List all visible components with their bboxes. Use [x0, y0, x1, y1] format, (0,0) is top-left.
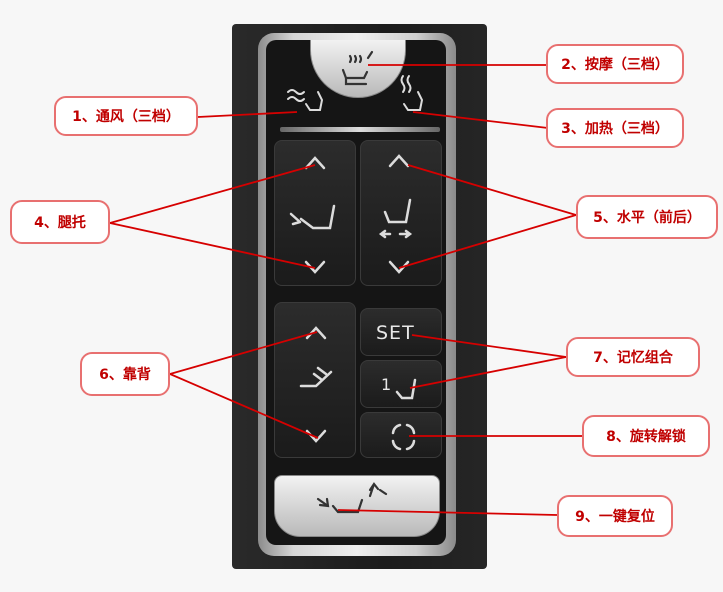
label-memory: 7、记忆组合 — [566, 337, 700, 377]
label-massage: 2、按摩（三档） — [546, 44, 684, 84]
leg-rest-down-arrow[interactable] — [304, 260, 326, 274]
label-ventilation: 1、通风（三档） — [54, 96, 198, 136]
divider — [280, 127, 440, 132]
rotate-icon — [391, 423, 416, 451]
seat-massage-icon — [341, 50, 374, 86]
label-leg-rest: 4、腿托 — [10, 200, 110, 244]
horizontal-up-arrow[interactable] — [388, 154, 410, 168]
seat-recline-icon — [299, 366, 333, 388]
seat-reset-icon — [316, 482, 388, 514]
seat-legrest-icon — [289, 204, 336, 230]
leg-rest-up-arrow[interactable] — [304, 156, 326, 170]
seat-heat-icon — [400, 75, 424, 111]
label-rotate-unlock: 8、旋转解锁 — [582, 415, 710, 457]
seat-fan-icon — [287, 89, 324, 111]
control-panel — [266, 40, 446, 545]
rotate-unlock-button[interactable] — [360, 412, 442, 458]
leg-rest-button-group — [274, 140, 356, 286]
set-button[interactable] — [360, 308, 442, 356]
set-label: SET — [376, 322, 415, 344]
one-key-reset-button[interactable] — [274, 475, 440, 537]
memory-slot-label: 1 — [381, 375, 392, 394]
label-heating: 3、加热（三档） — [546, 108, 684, 148]
seat-memory-icon — [395, 378, 417, 400]
label-horizontal: 5、水平（前后） — [576, 195, 718, 239]
label-backrest: 6、靠背 — [80, 352, 170, 396]
callout-lines — [109, 64, 582, 516]
backrest-down-arrow[interactable] — [305, 429, 327, 443]
horizontal-button-group — [360, 140, 442, 286]
label-one-key-reset: 9、一键复位 — [557, 495, 673, 537]
seat-slide-icon — [378, 198, 413, 239]
